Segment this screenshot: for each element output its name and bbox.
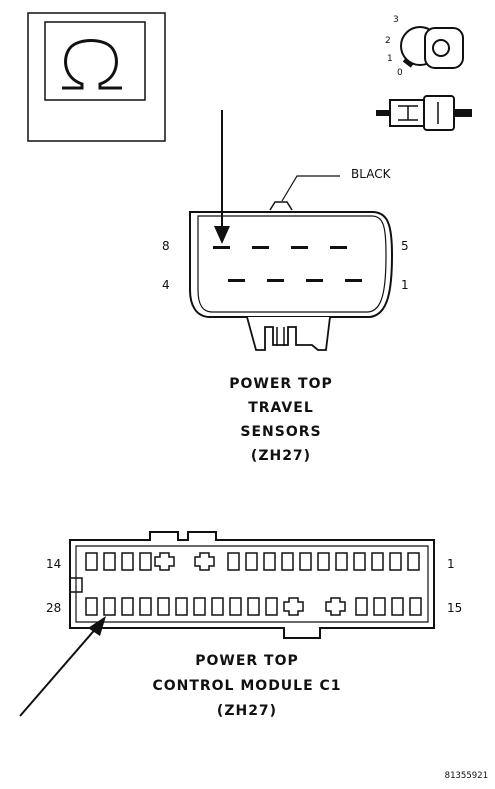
pin-cavity [245,552,258,571]
module-pin-label-bottom-left: 28 [46,601,61,615]
pin-row-top [213,246,347,249]
ignition-position-3: 3 [393,15,399,25]
module-pin-label-bottom-right: 15 [447,601,462,615]
pin-cavity [335,552,348,571]
control-module-title-line-1: POWER TOP [195,653,299,669]
pin-cavity [121,552,134,571]
pin-cavity [409,597,422,616]
ignition-position-2: 2 [385,36,391,46]
module-pin-label-top-right: 1 [447,557,455,571]
control-module-title-line-2: CONTROL MODULE C1 [152,678,341,694]
keyed-pin-cavity [194,552,215,571]
pin-cavity [407,552,420,571]
pin-cavity [247,597,260,616]
control-module-connector [69,531,435,639]
pin-cavity [353,552,366,571]
pin-cavity [85,552,98,571]
control-module-title-line-3: (ZH27) [217,703,277,719]
ohm-symbol-icon [27,12,166,142]
module-pin-label-top-left: 14 [46,557,61,571]
pin-row-bottom [228,279,362,282]
pin-cavity [229,597,242,616]
pin-cavity [103,597,116,616]
pin-cavity [139,597,152,616]
pin-cavity [121,597,134,616]
pin-cavity [227,552,240,571]
pin-cavity [263,552,276,571]
pin-cavity [193,597,206,616]
pin-cavity [389,552,402,571]
pointer-arrow-pin8 [214,110,230,244]
pointer-arrow-pin28 [19,616,106,717]
pin-cavity [391,597,404,616]
ignition-position-1: 1 [387,54,393,64]
keyed-pin-cavity [325,597,346,616]
pin-cavity [139,552,152,571]
pin-cavity [175,597,188,616]
pin-label-bottom-left: 4 [162,278,170,292]
pin-cavity [317,552,330,571]
travel-sensor-title-line-3: SENSORS [240,424,321,440]
pin-cavity [371,552,384,571]
figure-id: 81355921 [445,771,488,781]
travel-sensor-title-line-2: TRAVEL [248,400,314,416]
pin-label-bottom-right: 1 [401,278,409,292]
travel-sensor-title-line-1: POWER TOP [229,376,333,392]
pin-cavity [103,552,116,571]
pin-label-top-left: 8 [162,239,170,253]
ignition-position-0: 0 [397,68,403,78]
travel-sensor-connector [189,175,394,351]
pin-cavities-top-row [85,552,420,571]
ignition-key-icon: 3 2 1 0 [385,15,464,78]
pin-cavity [211,597,224,616]
pin-cavity [281,552,294,571]
keyed-pin-cavity [283,597,304,616]
pin-cavity [373,597,386,616]
travel-sensor-title-line-4: (ZH27) [251,448,311,464]
pin-cavity [265,597,278,616]
fuse-icon [376,95,472,131]
keyed-pin-cavity [154,552,175,571]
pin-cavity [157,597,170,616]
pin-cavity [85,597,98,616]
pin-cavity [299,552,312,571]
pin-cavities-bottom-row [85,597,422,616]
pin-cavity [355,597,368,616]
pin-label-top-right: 5 [401,239,409,253]
wire-color-label: BLACK [351,167,392,181]
